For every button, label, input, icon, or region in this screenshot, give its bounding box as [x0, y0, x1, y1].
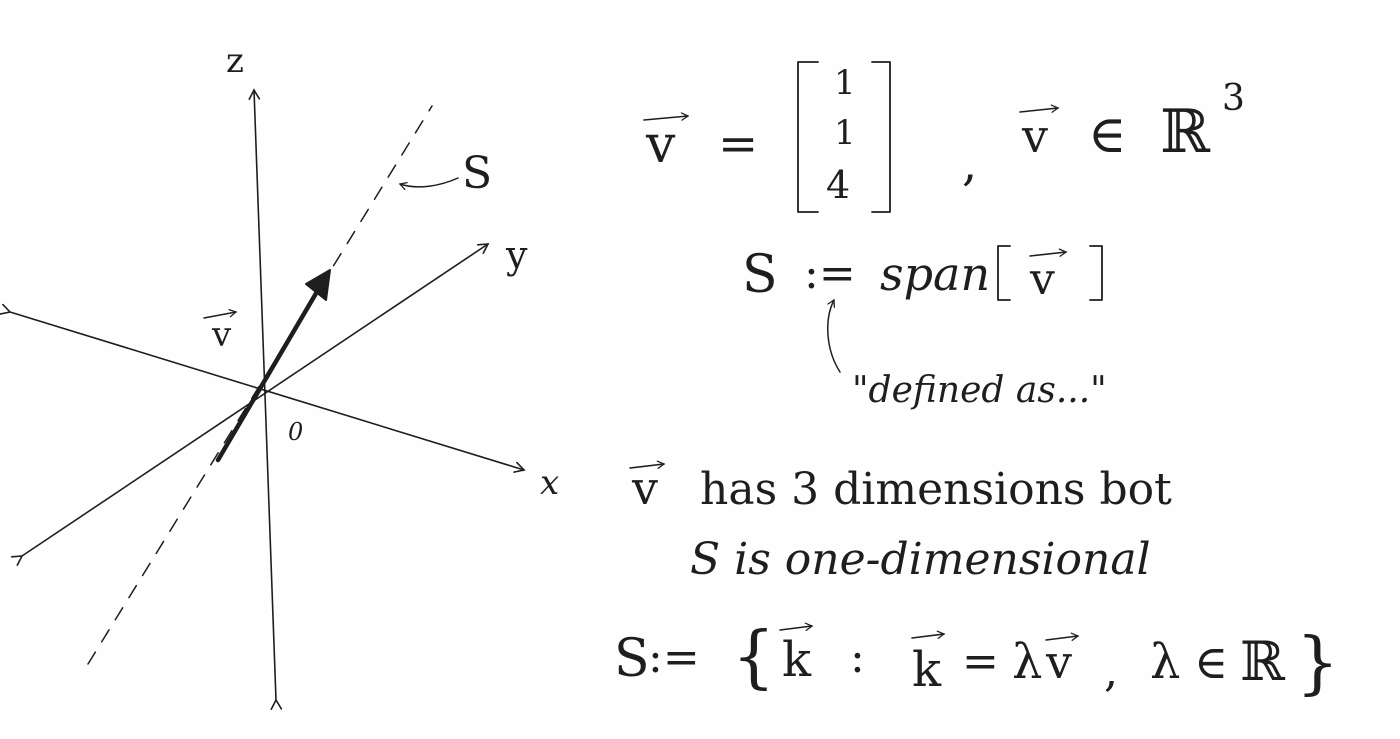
membership-symbol: ∈ — [1088, 105, 1127, 165]
set-colon: : — [850, 632, 865, 683]
set-condition-k: k — [912, 642, 942, 698]
span-vector-arrow — [1029, 248, 1068, 257]
defined-as-note: "defined as..." — [852, 370, 1107, 411]
set-comma: , — [1104, 646, 1118, 697]
comma: , — [962, 136, 977, 192]
set-element-arrow — [779, 622, 814, 631]
set-close-brace: } — [1296, 624, 1339, 703]
set-lhs-s: S — [614, 629, 650, 689]
span-line-s — [87, 105, 433, 665]
span-lhs-s: S — [742, 245, 778, 305]
span-vector: v — [1029, 254, 1055, 305]
span-right-bracket — [1089, 245, 1103, 301]
vector-symbol-2: v — [1021, 109, 1048, 163]
matrix-left-bracket — [797, 61, 819, 213]
vector-symbol: v — [645, 115, 676, 175]
set-definition: S := { k : k = λ v , λ ∈ ℝ } — [614, 618, 1339, 703]
vector-v-arrowhead — [305, 269, 331, 301]
axes-diagram: z y x 0 S v — [0, 41, 559, 710]
set-reals: ℝ — [1240, 630, 1286, 693]
matrix-right-bracket — [871, 61, 891, 213]
z-axis-label: z — [226, 41, 244, 81]
set-vector-v: v — [1045, 635, 1072, 689]
s-pointer-arrow — [398, 177, 459, 191]
vector-symbol-arrow — [643, 112, 690, 121]
set-condition-equals: = — [962, 636, 999, 687]
span-definition: S := span v "defined as..." — [742, 245, 1107, 411]
x-axis-label: x — [540, 463, 559, 503]
statement-line-2: S is one-dimensional — [690, 534, 1151, 585]
statement-vector: v — [631, 461, 658, 515]
set-open-brace: { — [732, 618, 775, 697]
matrix-entry-1: 1 — [834, 63, 856, 103]
vector-v-shaft — [215, 287, 321, 463]
span-function: span — [880, 247, 990, 301]
matrix-entry-2: 1 — [834, 113, 856, 153]
vector-symbol-2-arrow — [1019, 104, 1060, 113]
y-axis-label: y — [505, 233, 528, 277]
vector-definition: v = 1 1 4 , v ∈ ℝ 3 — [643, 61, 1245, 213]
subspace-label-s: S — [462, 148, 492, 199]
real-space: ℝ — [1160, 97, 1211, 167]
x-axis — [0, 303, 526, 473]
defined-as-symbol: := — [804, 248, 856, 299]
set-lambda-1: λ — [1012, 634, 1042, 690]
span-left-bracket — [997, 245, 1011, 301]
set-membership: ∈ — [1194, 635, 1228, 689]
set-element-k: k — [782, 632, 812, 688]
vector-v-label-arrow — [203, 308, 238, 319]
set-defined-as: := — [648, 632, 700, 683]
real-space-exponent: 3 — [1222, 78, 1245, 119]
vector-v-label: v — [211, 315, 232, 355]
statement-vector-arrow — [629, 460, 666, 469]
equals-sign: = — [718, 116, 758, 172]
set-condition-k-arrow — [911, 630, 946, 639]
set-lambda-2: λ — [1150, 634, 1180, 690]
set-vector-v-arrow — [1045, 632, 1080, 641]
defined-as-pointer — [827, 298, 841, 373]
dimension-statement: v has 3 dimensions bot S is one-dimensio… — [629, 460, 1172, 585]
statement-line-1: has 3 dimensions bot — [700, 464, 1172, 515]
matrix-entry-3: 4 — [826, 163, 850, 207]
origin-label: 0 — [288, 418, 303, 446]
